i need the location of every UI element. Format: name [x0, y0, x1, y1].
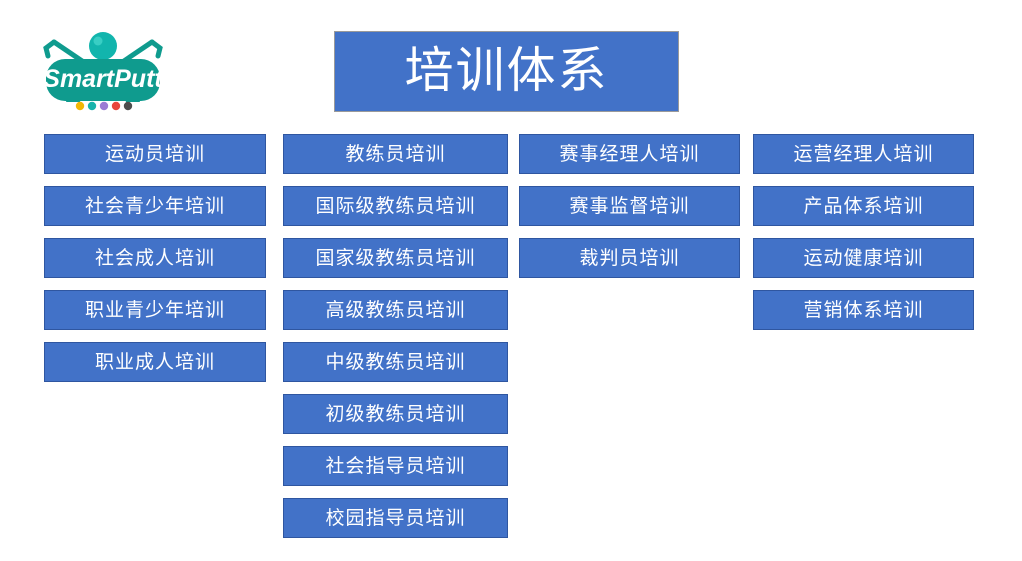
node-label: 初级教练员培训 — [325, 403, 466, 425]
node-junior-coach-training[interactable]: 初级教练员培训 — [283, 394, 508, 434]
node-social-adult-training[interactable]: 社会成人培训 — [44, 238, 266, 278]
node-label: 运动健康培训 — [803, 247, 924, 269]
dot-teal-icon — [87, 101, 97, 111]
column-athlete-training: 运动员培训 社会青少年培训 社会成人培训 职业青少年培训 职业成人培训 — [44, 134, 266, 394]
node-athlete-training[interactable]: 运动员培训 — [44, 134, 266, 174]
node-international-coach-training[interactable]: 国际级教练员培训 — [283, 186, 508, 226]
column-event-training: 赛事经理人培训 赛事监督培训 裁判员培训 — [519, 134, 740, 290]
node-label: 运营经理人培训 — [793, 143, 934, 165]
node-campus-instructor-training[interactable]: 校园指导员培训 — [283, 498, 508, 538]
node-label: 国家级教练员培训 — [315, 247, 476, 269]
logo-dot-row — [75, 101, 133, 111]
node-intermediate-coach-training[interactable]: 中级教练员培训 — [283, 342, 508, 382]
dot-gray-icon — [123, 101, 133, 111]
node-national-coach-training[interactable]: 国家级教练员培训 — [283, 238, 508, 278]
node-label: 国际级教练员培训 — [315, 195, 476, 217]
page-title: 培训体系 — [404, 44, 609, 98]
smartputt-logo-graphic: SmartPutt — [43, 32, 164, 111]
node-senior-coach-training[interactable]: 高级教练员培训 — [283, 290, 508, 330]
node-pro-youth-training[interactable]: 职业青少年培训 — [44, 290, 266, 330]
node-label: 产品体系培训 — [803, 195, 924, 217]
node-label: 中级教练员培训 — [325, 351, 466, 373]
node-operations-manager-training[interactable]: 运营经理人培训 — [753, 134, 974, 174]
node-referee-training[interactable]: 裁判员培训 — [519, 238, 740, 278]
node-label: 职业青少年培训 — [84, 299, 225, 321]
smartputt-logo: SmartPutt — [32, 26, 174, 112]
node-event-manager-training[interactable]: 赛事经理人培训 — [519, 134, 740, 174]
column-operations-training: 运营经理人培训 产品体系培训 运动健康培训 营销体系培训 — [753, 134, 974, 342]
node-marketing-system-training[interactable]: 营销体系培训 — [753, 290, 974, 330]
dot-yellow-icon — [75, 101, 85, 111]
node-label: 社会指导员培训 — [325, 455, 466, 477]
column-coach-training: 教练员培训 国际级教练员培训 国家级教练员培训 高级教练员培训 中级教练员培训 … — [283, 134, 508, 550]
node-product-system-training[interactable]: 产品体系培训 — [753, 186, 974, 226]
node-label: 裁判员培训 — [579, 247, 680, 269]
node-label: 职业成人培训 — [94, 351, 215, 373]
node-label: 社会成人培训 — [94, 247, 215, 269]
node-label: 赛事经理人培训 — [559, 143, 700, 165]
node-label: 校园指导员培训 — [325, 507, 466, 529]
dot-purple-icon — [99, 101, 109, 111]
node-label: 教练员培训 — [345, 143, 446, 165]
node-coach-training[interactable]: 教练员培训 — [283, 134, 508, 174]
node-event-supervisor-training[interactable]: 赛事监督培训 — [519, 186, 740, 226]
logo-plate — [46, 59, 160, 101]
golf-ball-icon — [89, 32, 117, 60]
node-pro-adult-training[interactable]: 职业成人培训 — [44, 342, 266, 382]
node-sports-health-training[interactable]: 运动健康培训 — [753, 238, 974, 278]
dot-red-icon — [111, 101, 121, 111]
node-label: 社会青少年培训 — [84, 195, 225, 217]
node-social-youth-training[interactable]: 社会青少年培训 — [44, 186, 266, 226]
node-label: 营销体系培训 — [803, 299, 924, 321]
slide-title-banner: 培训体系 — [334, 31, 679, 112]
node-label: 高级教练员培训 — [325, 299, 466, 321]
node-label: 赛事监督培训 — [569, 195, 690, 217]
node-label: 运动员培训 — [104, 143, 205, 165]
logo-wordmark: SmartPutt — [43, 65, 164, 93]
node-social-instructor-training[interactable]: 社会指导员培训 — [283, 446, 508, 486]
